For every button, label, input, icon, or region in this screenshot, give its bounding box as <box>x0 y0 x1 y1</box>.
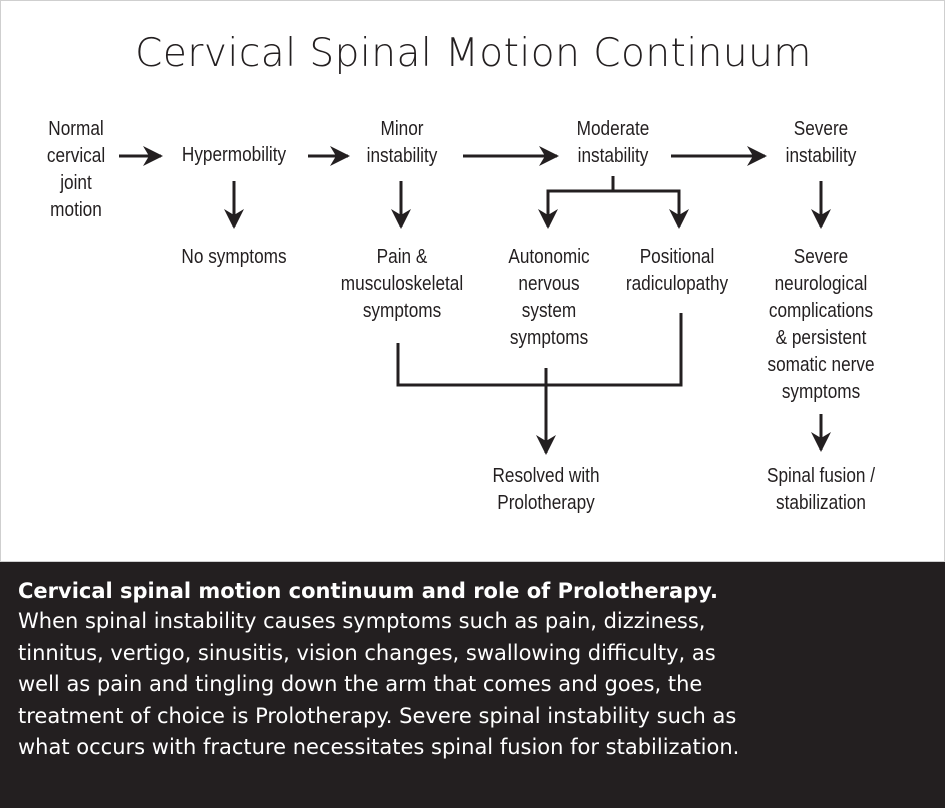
node-normal-cervical-joint-motion: Normal cervical joint motion <box>29 116 124 224</box>
node-line: stabilization <box>776 492 866 514</box>
merge-connector <box>396 313 683 387</box>
node-line: Resolved with <box>492 465 600 487</box>
node-line: Spinal fusion / <box>766 465 876 487</box>
node-line: system <box>521 300 577 322</box>
node-line: radiculopathy <box>625 273 729 295</box>
node-line: Positional <box>639 246 715 268</box>
node-line: symptoms <box>509 327 589 349</box>
caption-line: what occurs with fracture necessitates s… <box>18 735 740 759</box>
node-line: symptoms <box>781 381 861 403</box>
node-line: instability <box>577 145 649 167</box>
node-resolved-with-prolotherapy: Resolved with Prolotherapy <box>482 463 611 517</box>
node-line: nervous <box>518 273 580 295</box>
node-line: Severe <box>793 246 849 268</box>
node-line: instability <box>785 145 857 167</box>
caption-box: Cervical spinal motion continuum and rol… <box>0 562 945 808</box>
node-line: Pain & <box>376 246 428 268</box>
caption-title: Cervical spinal motion continuum and rol… <box>18 579 718 603</box>
node-moderate-instability: Moderate instability <box>561 116 664 170</box>
node-line: Hypermobility <box>181 144 287 166</box>
node-spinal-fusion-stabilization: Spinal fusion / stabilization <box>757 463 886 517</box>
branch-moderate-bar <box>546 189 689 229</box>
diagram-panel: Cervical Spinal Motion Continuum <box>0 0 945 562</box>
node-line: Severe <box>793 118 849 140</box>
node-line: somatic nerve <box>767 354 875 376</box>
connector-layer <box>119 146 831 455</box>
caption-line: well as pain and tingling down the arm t… <box>18 672 703 696</box>
caption-body: When spinal instability causes symptoms … <box>18 606 931 764</box>
node-severe-instability: Severe instability <box>769 116 872 170</box>
node-line: Minor <box>380 118 424 140</box>
node-line: & persistent <box>775 327 867 349</box>
node-line: Autonomic <box>508 246 590 268</box>
node-line: motion <box>50 199 102 221</box>
node-positional-radiculopathy: Positional radiculopathy <box>617 244 737 298</box>
node-line: joint <box>60 172 92 194</box>
caption-line: tinnitus, vertigo, sinusitis, vision cha… <box>18 640 716 665</box>
node-pain-musculoskeletal-symptoms: Pain & musculoskeletal symptoms <box>333 244 471 325</box>
node-no-symptoms: No symptoms <box>170 244 299 271</box>
node-line: Normal <box>48 118 104 140</box>
node-line: neurological <box>774 273 868 295</box>
caption-line: When spinal instability causes symptoms … <box>18 609 706 633</box>
node-line: Prolotherapy <box>497 492 595 514</box>
node-severe-neurological-complications: Severe neurological complications & pers… <box>761 244 881 406</box>
node-hypermobility: Hypermobility <box>170 142 299 169</box>
node-line: musculoskeletal <box>340 273 464 295</box>
node-autonomic-nervous-system-symptoms: Autonomic nervous system symptoms <box>497 244 600 352</box>
node-minor-instability: Minor instability <box>350 116 453 170</box>
node-line: cervical <box>46 145 106 167</box>
node-line: No symptoms <box>181 246 287 268</box>
node-line: Moderate <box>576 118 650 140</box>
caption-line: treatment of choice is Prolotherapy. Sev… <box>18 703 737 728</box>
node-line: complications <box>768 300 874 322</box>
node-line: instability <box>366 145 438 167</box>
diagram-title: Cervical Spinal Motion Continuum <box>135 31 812 76</box>
node-line: symptoms <box>362 300 442 322</box>
